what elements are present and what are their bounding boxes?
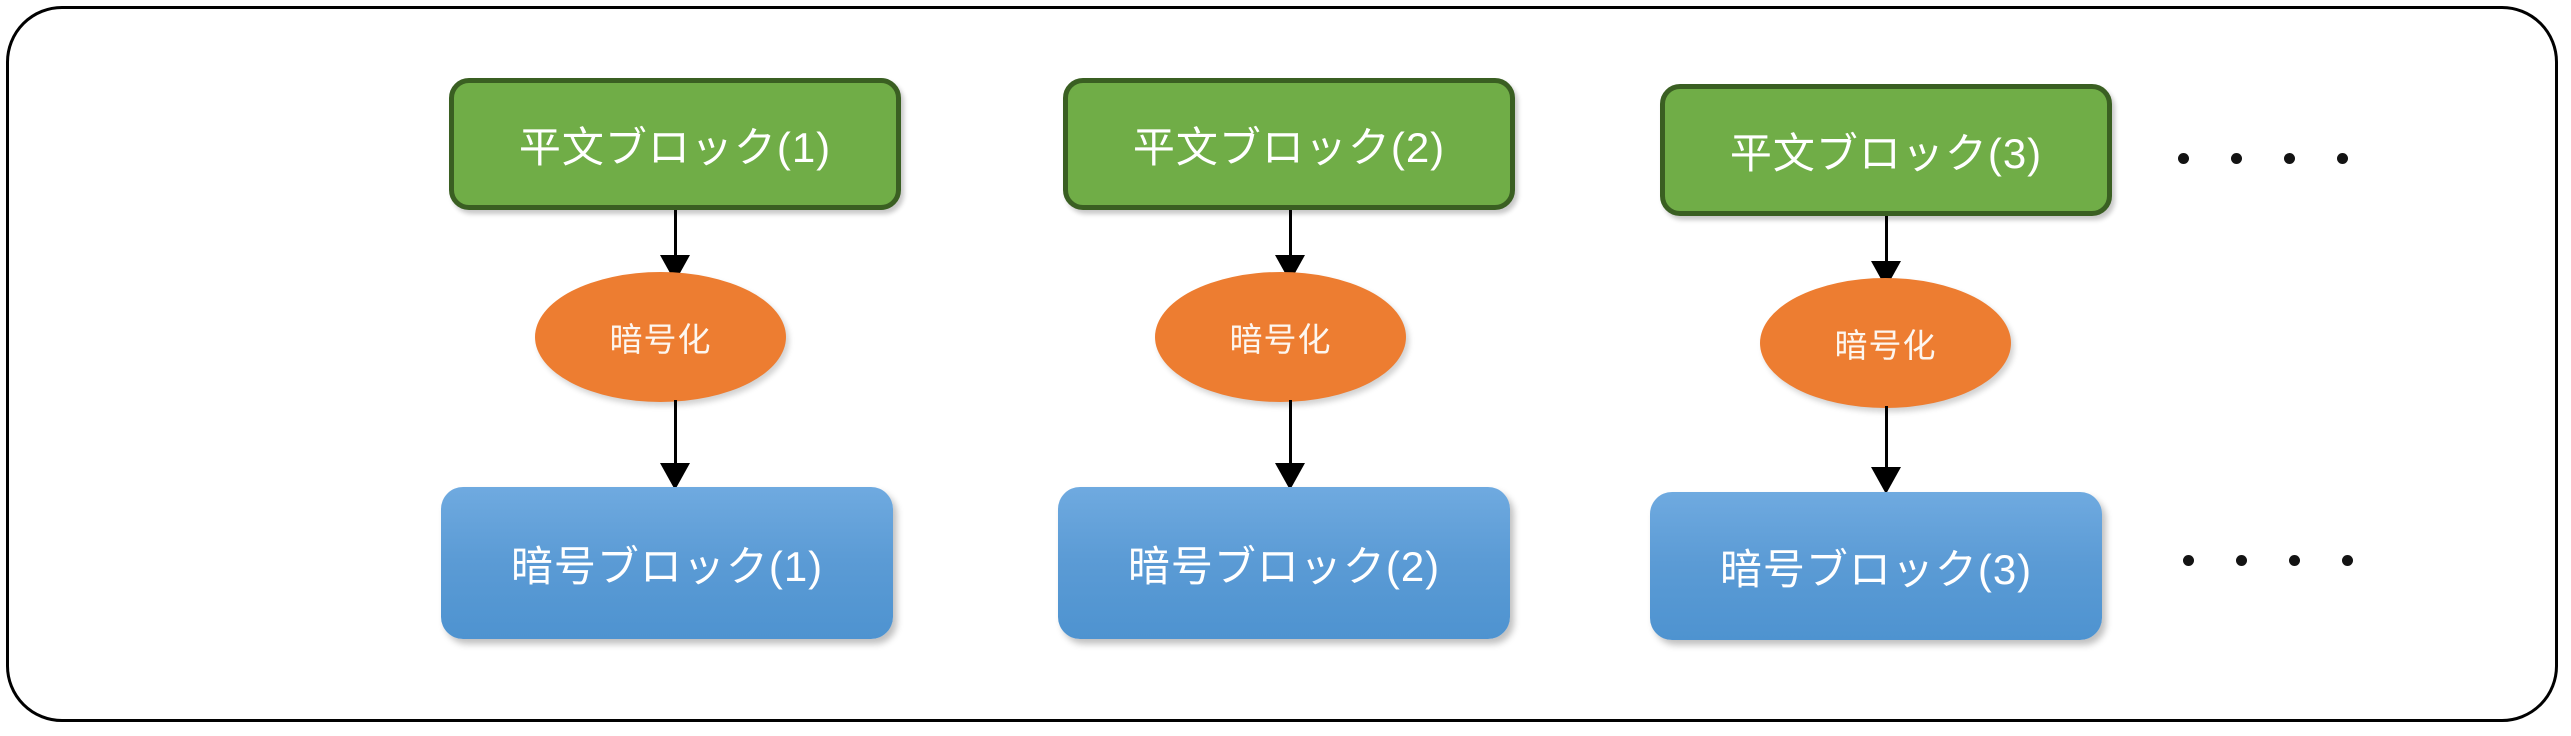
ellipsis-dot [2342, 555, 2353, 566]
plaintext-block-2-label: 平文ブロック(2) [1132, 123, 1446, 171]
arrow-shaft [1288, 210, 1292, 256]
ellipsis-dot [2337, 153, 2348, 164]
arrow-plaintext-to-encrypt-1 [625, 210, 725, 282]
cipher-block-3-label: 暗号ブロック(3) [1719, 545, 2033, 593]
cipher-block-1-label: 暗号ブロック(1) [510, 542, 824, 590]
cipher-block-2-label: 暗号ブロック(2) [1127, 542, 1441, 590]
plaintext-block-1-label: 平文ブロック(1) [518, 123, 832, 171]
arrow-shaft [1288, 400, 1292, 464]
arrow-encrypt-to-cipher-3 [1836, 406, 1936, 494]
encrypt-ellipse-1[interactable]: 暗号化 [535, 272, 786, 402]
ellipsis-dots-plaintext-row [2178, 153, 2348, 164]
arrow-shaft [673, 400, 677, 464]
arrow-head-icon [1871, 467, 1901, 494]
encrypt-ellipse-3-label: 暗号化 [1834, 327, 1937, 364]
arrow-head-icon [660, 463, 690, 490]
ellipsis-dot [2178, 153, 2189, 164]
ellipsis-dot [2183, 555, 2194, 566]
plaintext-block-2[interactable]: 平文ブロック(2) [1063, 78, 1515, 210]
arrow-shaft [1884, 406, 1888, 468]
ellipsis-dots-cipher-row [2183, 555, 2353, 566]
cipher-block-2[interactable]: 暗号ブロック(2) [1058, 487, 1510, 639]
plaintext-block-1[interactable]: 平文ブロック(1) [449, 78, 901, 210]
ellipsis-dot [2236, 555, 2247, 566]
plaintext-block-3-label: 平文ブロック(3) [1729, 129, 2043, 177]
arrow-encrypt-to-cipher-1 [625, 400, 725, 490]
arrow-shaft [1884, 216, 1888, 262]
ellipsis-dot [2231, 153, 2242, 164]
ellipsis-dot [2289, 555, 2300, 566]
cipher-block-1[interactable]: 暗号ブロック(1) [441, 487, 893, 639]
arrow-head-icon [1275, 463, 1305, 490]
plaintext-block-3[interactable]: 平文ブロック(3) [1660, 84, 2112, 216]
arrow-encrypt-to-cipher-2 [1240, 400, 1340, 490]
encrypt-ellipse-3[interactable]: 暗号化 [1760, 278, 2011, 408]
encrypt-ellipse-2[interactable]: 暗号化 [1155, 272, 1406, 402]
cipher-block-3[interactable]: 暗号ブロック(3) [1650, 492, 2102, 640]
encrypt-ellipse-2-label: 暗号化 [1229, 321, 1332, 358]
ellipsis-dot [2284, 153, 2295, 164]
arrow-shaft [673, 210, 677, 256]
encrypt-ellipse-1-label: 暗号化 [609, 321, 712, 358]
